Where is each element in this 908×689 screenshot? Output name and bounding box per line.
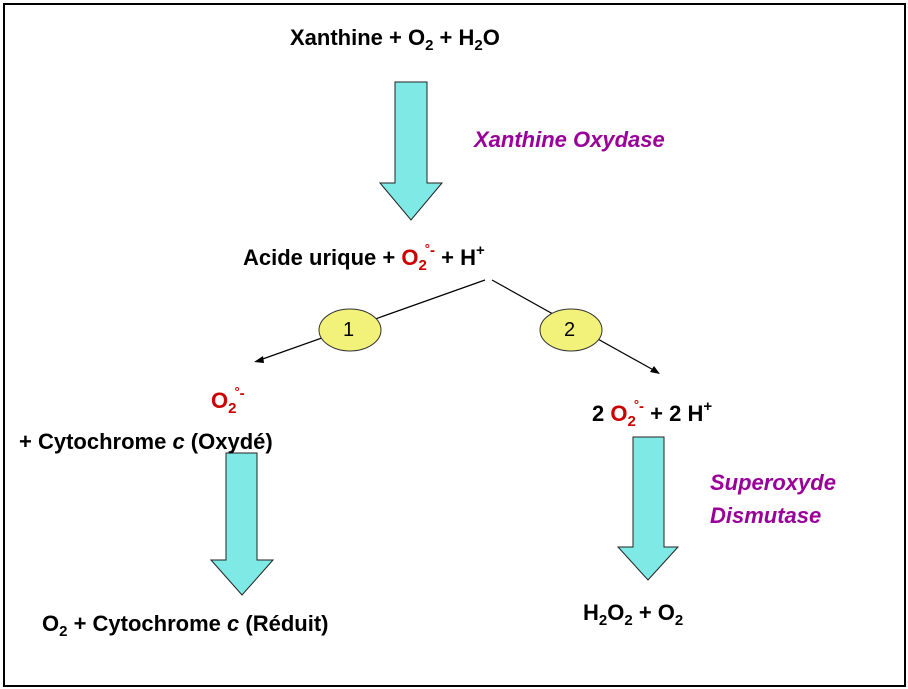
top-equation: Xanthine + O2 + H2O: [290, 25, 500, 54]
arrow-down-1: [378, 81, 444, 221]
middle-equation: Acide urique + O2°- + H+: [243, 241, 485, 274]
enzyme-sod-line1: Superoxyde: [710, 470, 836, 495]
branch-arrowhead-left: [254, 356, 264, 363]
left-bottom-product: O2 + Cytochrome c (Réduit): [42, 611, 329, 640]
enzyme-xanthine-oxydase: Xanthine Oxydase: [474, 127, 665, 152]
branch-number-1: 1: [343, 319, 355, 341]
branch-number-2: 2: [564, 319, 576, 341]
left-superoxide: O2°-: [211, 384, 245, 417]
diagram-frame: 1 2 Xanthine + O2 + H2O Xanthine Oxydase…: [3, 3, 906, 687]
diagram-canvas: [209, 81, 680, 596]
left-cytochrome-oxidized: + Cytochrome c (Oxydé): [19, 429, 273, 454]
arrow-down-right: [616, 436, 680, 581]
branch-circle-1: [318, 308, 382, 352]
right-equation: 2 O2°- + 2 H+: [592, 397, 713, 430]
branch-circle-2: [539, 308, 603, 352]
enzyme-sod-line2: Dismutase: [710, 503, 822, 528]
right-bottom-product: H2O2 + O2: [583, 600, 684, 629]
branch-arrowhead-right: [650, 366, 660, 374]
arrow-down-left: [209, 452, 275, 596]
